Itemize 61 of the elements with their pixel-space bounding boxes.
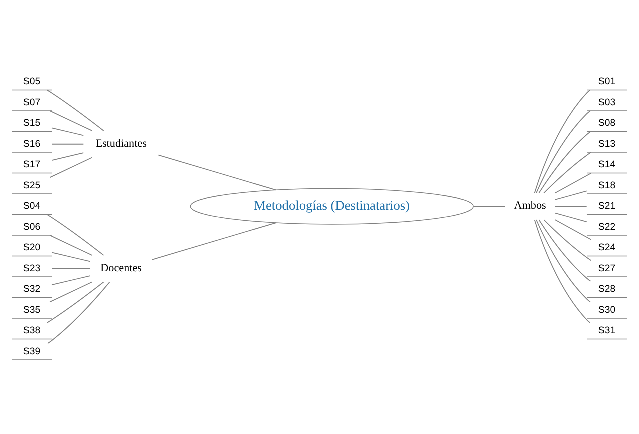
connector [52, 128, 84, 136]
connector [46, 214, 104, 256]
node-text: S08 [598, 118, 616, 130]
connector [52, 276, 91, 286]
node-text: Estudiantes [96, 138, 147, 150]
node-text: S01 [598, 76, 616, 88]
connector [52, 152, 84, 162]
connector [538, 131, 592, 194]
node-text: S17 [23, 160, 41, 171]
connector [52, 268, 91, 270]
connector [52, 252, 91, 262]
node-text: S07 [23, 97, 41, 108]
node-text: S27 [598, 263, 616, 274]
connector [534, 220, 591, 324]
node-text: Ambos [514, 200, 546, 212]
node-text: S13 [598, 138, 616, 150]
connector [46, 90, 104, 132]
connector [554, 212, 588, 222]
connector [554, 172, 592, 194]
node-text: S30 [598, 304, 616, 316]
connector [554, 220, 592, 240]
connector [52, 144, 84, 145]
node-text: S38 [23, 326, 41, 337]
connector [152, 222, 277, 260]
node-text: S21 [598, 201, 616, 212]
node-text: S14 [598, 160, 616, 171]
connector [50, 110, 93, 132]
node-text: S25 [23, 180, 41, 192]
node-text: S15 [23, 118, 41, 130]
connector [534, 90, 591, 194]
connector [554, 206, 588, 208]
connector [48, 282, 110, 344]
node-text: S31 [598, 326, 616, 337]
connector [50, 235, 93, 256]
node-text: S22 [598, 222, 616, 233]
connector [544, 220, 592, 262]
node-text: S28 [598, 284, 616, 296]
connector [473, 206, 506, 208]
node-text: S39 [23, 346, 41, 358]
node-ellipse: Metodologías (Destinatarios) [190, 188, 474, 225]
node-text: S20 [23, 242, 41, 254]
connector [50, 157, 93, 178]
connector [46, 282, 104, 324]
connector [544, 152, 592, 194]
node-text: S05 [23, 76, 41, 88]
node-text: Docentes [100, 262, 142, 274]
node-text: S24 [598, 242, 616, 254]
node-text: S23 [23, 263, 41, 274]
connector [554, 190, 588, 200]
node-text: S03 [598, 97, 616, 108]
node-text: S04 [23, 201, 41, 212]
connector [536, 220, 591, 303]
node-text: S32 [23, 284, 41, 296]
node-text: S18 [598, 180, 616, 192]
node-text: S06 [23, 222, 41, 233]
node-text: S16 [23, 138, 41, 150]
connector [158, 154, 277, 191]
node-text: S35 [23, 304, 41, 316]
connector [536, 110, 591, 194]
connector [538, 220, 592, 282]
connector [50, 282, 93, 303]
